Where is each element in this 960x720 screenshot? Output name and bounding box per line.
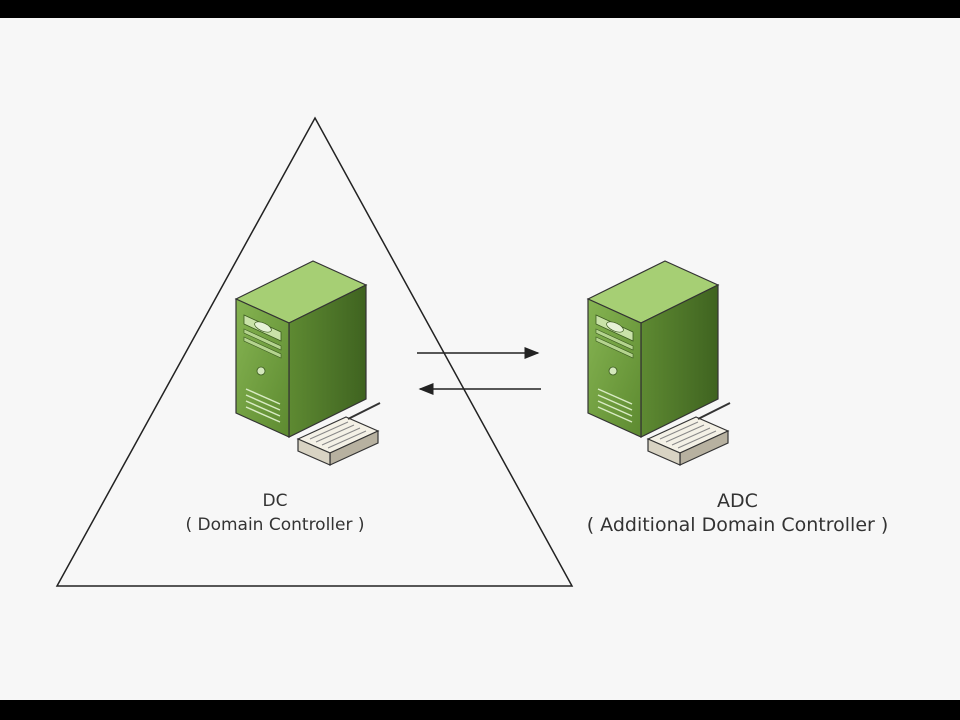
dc-full-name: ( Domain Controller ) [185, 515, 365, 535]
dc-server-icon [235, 260, 367, 438]
adc-server-icon [587, 260, 719, 438]
adc-name: ADC [717, 490, 758, 512]
domain-boundary-triangle [55, 116, 574, 587]
adc-full-name: ( Additional Domain Controller ) [586, 514, 889, 536]
dc-label: DC ( Domain Controller ) [165, 489, 385, 537]
adc-label: ADC ( Additional Domain Controller ) [570, 489, 905, 537]
dc-name: DC [262, 491, 288, 511]
